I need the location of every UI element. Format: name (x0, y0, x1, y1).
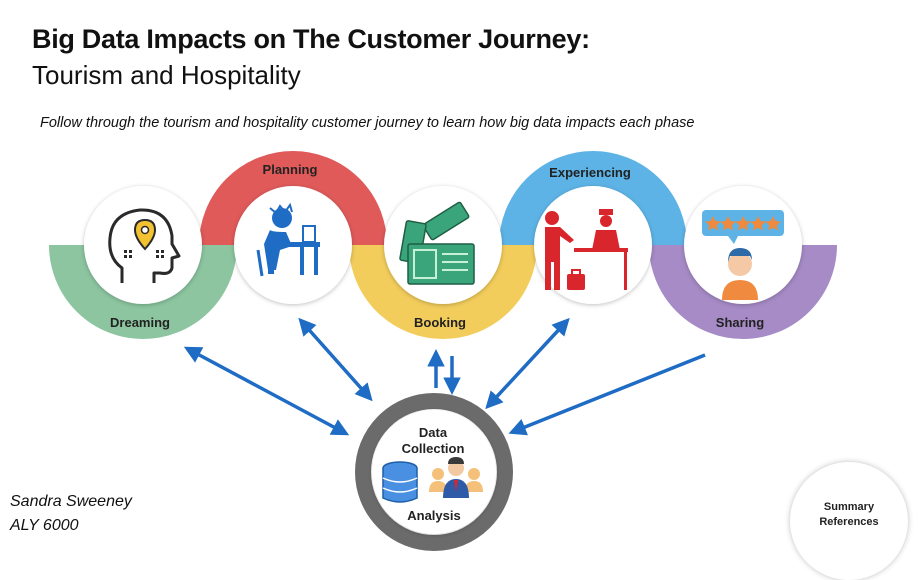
five-star-review-icon (702, 210, 784, 300)
phase-label-dreaming: Dreaming (110, 315, 170, 330)
author-name: Sandra Sweeney (10, 493, 132, 510)
phase-label-sharing: Sharing (716, 315, 764, 330)
course-code: ALY 6000 (10, 517, 79, 534)
summary-references-button[interactable]: Summary References (790, 462, 908, 580)
tickets-icon (399, 201, 475, 285)
planning-band (199, 151, 387, 246)
arrow-experiencing-hub (485, 317, 570, 410)
booking-band (349, 244, 537, 339)
dreaming-band (49, 244, 237, 339)
author-block: Sandra Sweeney ALY 6000 (10, 490, 132, 538)
arrow-dreaming-hub (183, 346, 350, 436)
hub-label-line2: Collection (402, 441, 465, 456)
hub-label-line1: Data (419, 425, 448, 440)
head-location-icon (108, 208, 181, 283)
references-label: References (819, 516, 879, 528)
hub-ring (355, 393, 513, 551)
page-title: Big Data Impacts on The Customer Journey… (32, 24, 590, 54)
page-tagline: Follow through the tourism and hospitali… (40, 115, 695, 131)
journey-diagram: Dreaming Planning Booking Experiencing S… (49, 151, 837, 551)
database-icon (382, 461, 418, 503)
phase-label-planning: Planning (263, 162, 318, 177)
summary-references-label: Summary References (790, 500, 908, 530)
page-subtitle: Tourism and Hospitality (32, 60, 301, 90)
phase-label-booking: Booking (414, 315, 466, 330)
sharing-band (649, 244, 837, 339)
person-at-computer-icon (256, 202, 320, 277)
arrow-planning-hub (298, 317, 373, 402)
experiencing-band (499, 151, 687, 246)
summary-label: Summary (823, 501, 875, 513)
phase-label-experiencing: Experiencing (549, 165, 631, 180)
hotel-reception-icon (545, 209, 628, 290)
hub-label-line3: Analysis (407, 508, 460, 523)
people-icon (429, 457, 483, 498)
arrow-sharing-hub (508, 353, 706, 436)
